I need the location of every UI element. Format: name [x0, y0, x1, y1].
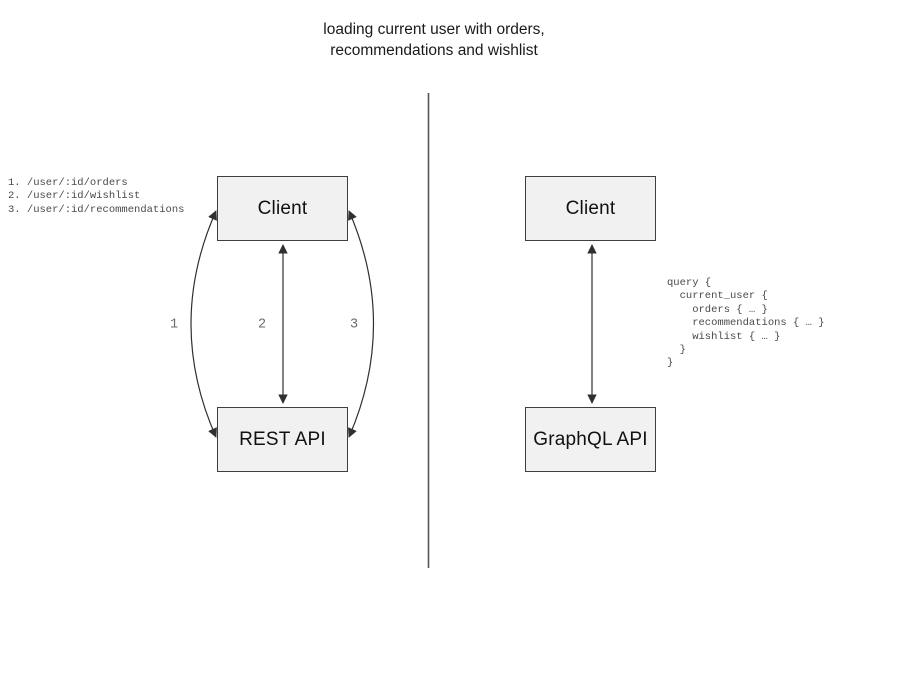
diagram-title: loading current user with orders, recomm…	[323, 21, 545, 59]
graphql-client-node: Client	[525, 176, 656, 241]
graphql-api-node: GraphQL API	[525, 407, 656, 472]
rest-client-node: Client	[217, 176, 348, 241]
graphql-query-note: query { current_user { orders { … } reco…	[667, 277, 825, 370]
rest-arrow-label-1: 1	[169, 317, 179, 333]
rest-api-label: REST API	[239, 428, 326, 450]
graphql-api-label: GraphQL API	[533, 428, 648, 450]
rest-client-label: Client	[257, 197, 308, 219]
rest-arrow-3	[348, 210, 375, 438]
rest-arrow-label-3: 3	[349, 317, 359, 333]
graphql-client-label: Client	[565, 197, 616, 219]
rest-api-node: REST API	[217, 407, 348, 472]
rest-endpoints-note: 1. /user/:id/orders 2. /user/:id/wishlis…	[8, 177, 185, 216]
rest-arrow-1	[190, 210, 217, 438]
rest-arrow-label-2: 2	[257, 317, 267, 333]
